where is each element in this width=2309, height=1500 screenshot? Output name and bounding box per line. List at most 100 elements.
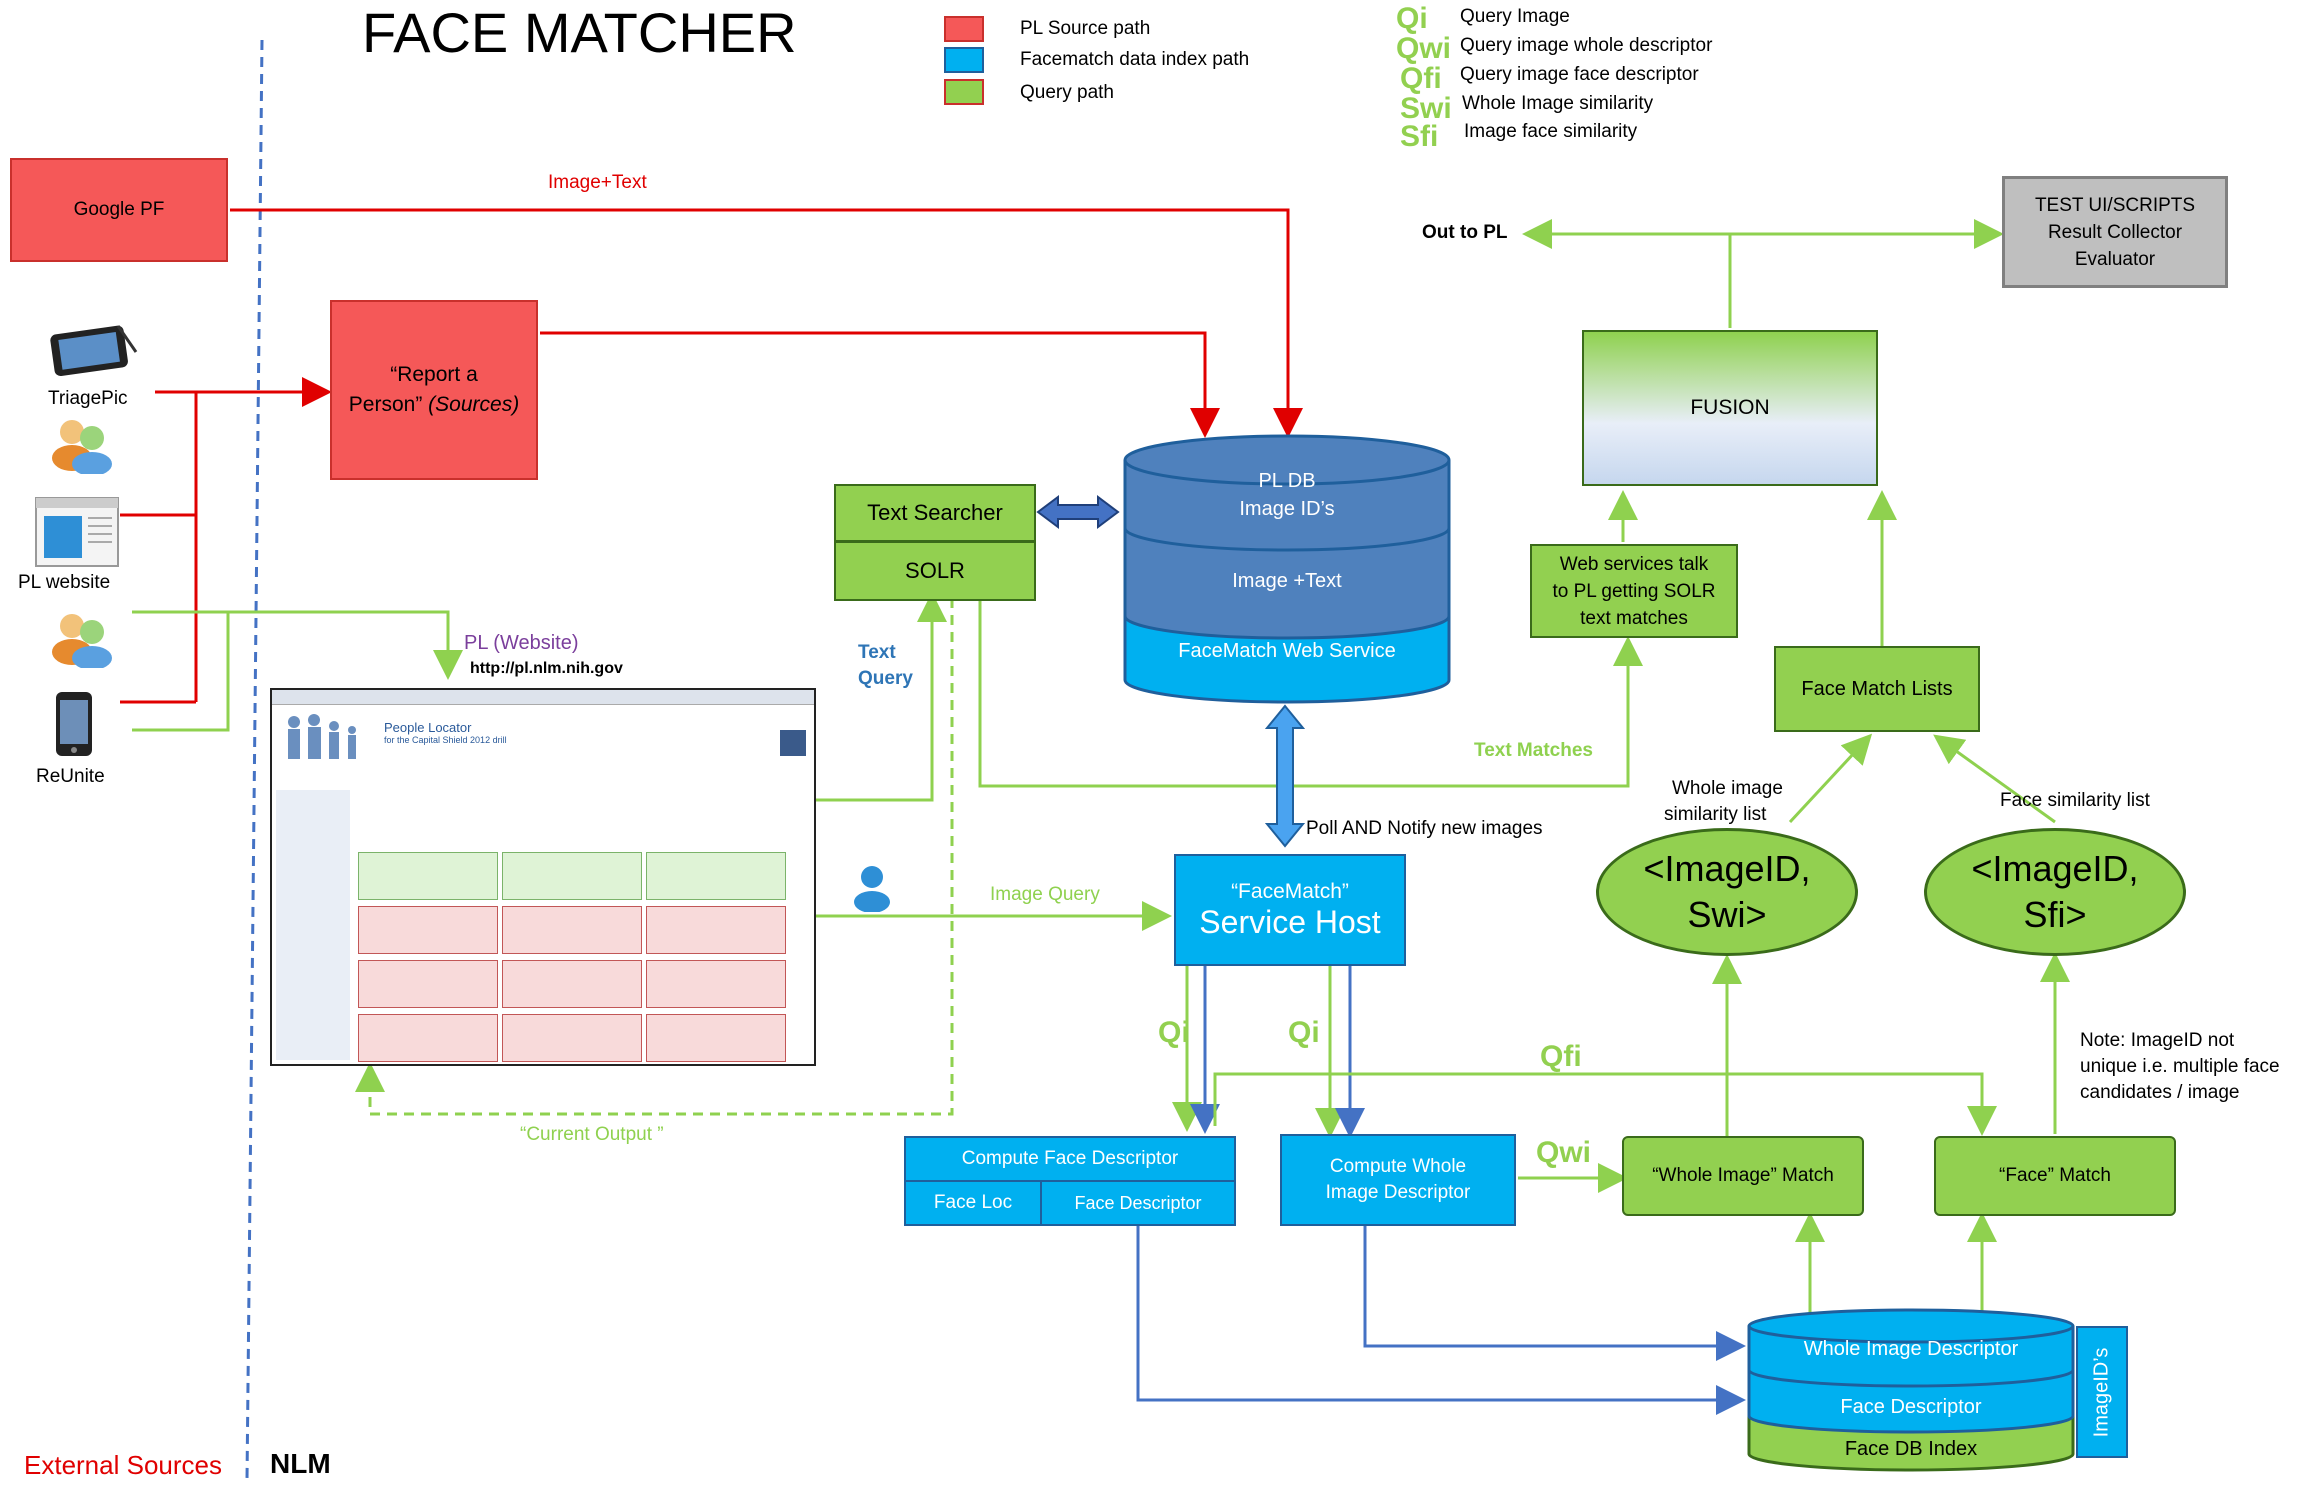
edge-label-image-query: Image Query <box>990 884 1100 905</box>
google-pf-node: Google PF <box>10 158 228 262</box>
edge-label-face-sim: Face similarity list <box>2000 790 2150 811</box>
pl-site-url: http://pl.nlm.nih.gov <box>470 660 623 677</box>
abbr-qwi: Qwi <box>1396 32 1452 65</box>
pl-db-image-text: Image +Text <box>1232 570 1342 592</box>
face-match-node: “Face” Match <box>1934 1136 2176 1216</box>
note-line2: unique i.e. multiple face <box>2080 1056 2280 1077</box>
abbr-swi-desc: Whole Image similarity <box>1462 93 1654 114</box>
abbr-qfi: Qfi <box>1400 62 1442 95</box>
compute-face-descriptor-node: Compute Face Descriptor <box>904 1136 1236 1182</box>
face-db-imageids-label: ImageID’s <box>2090 1347 2113 1437</box>
service-host-line1: “FaceMatch” <box>1231 879 1349 903</box>
edge-label-poll-notify: Poll AND Notify new images <box>1306 818 1543 839</box>
abbr-sfi-desc: Image face similarity <box>1464 121 1638 142</box>
test-ui-line3: Evaluator <box>2074 248 2156 270</box>
legend-swatch-pl-source <box>944 16 984 42</box>
edge-label-qi-2: Qi <box>1288 1016 1320 1049</box>
pl-website-screenshot: People Locator for the Capital Shield 20… <box>270 688 816 1066</box>
report-to-pldb-edge <box>540 331 1220 438</box>
people-icon <box>52 614 112 668</box>
edge-label-text-query-2: Query <box>858 668 913 689</box>
nlm-boundary-line <box>245 39 264 1481</box>
edge-label-text-matches: Text Matches <box>1474 740 1593 761</box>
abbr-swi: Swi <box>1400 92 1452 125</box>
report-person-sources: (Sources) <box>428 393 520 416</box>
external-sources-label: External Sources <box>24 1450 222 1480</box>
people-icon <box>52 420 112 474</box>
pl-website-label: PL website <box>18 572 111 593</box>
legend-label-pl-source: PL Source path <box>1020 18 1151 39</box>
face-db-index: Face DB Index <box>1844 1438 1978 1460</box>
compute-whole-descriptor-node: Compute Whole Image Descriptor <box>1280 1134 1516 1226</box>
face-db-whole-descriptor: Whole Image Descriptor <box>1803 1338 2019 1360</box>
note-line3: candidates / image <box>2080 1082 2240 1103</box>
text-searcher-pldb-double-arrow <box>1036 495 1120 529</box>
pl-db-line2: Image ID’s <box>1239 498 1335 520</box>
ellipse-imageid-swi: <ImageID, Swi> <box>1596 828 1858 956</box>
test-ui-line1: TEST UI/SCRIPTS <box>2034 194 2196 216</box>
fusion-node: FUSION <box>1582 330 1878 486</box>
ellipse-swi-line1: <ImageID, <box>1643 848 1811 889</box>
pl-db-line1: PL DB <box>1258 470 1316 492</box>
pl-site-label: PL (Website) <box>464 632 579 654</box>
phone-icon <box>56 692 92 756</box>
compute-whole-line1: Compute Whole <box>1329 1156 1467 1177</box>
face-loc-node: Face Loc <box>904 1180 1042 1226</box>
test-ui-line2: Result Collector <box>2047 221 2183 243</box>
text-searcher-node: Text Searcher <box>834 484 1036 542</box>
edge-label-whole-sim-2: similarity list <box>1664 804 1767 825</box>
report-person-line2: Person” <box>348 393 423 416</box>
test-ui-node: TEST UI/SCRIPTS Result Collector Evaluat… <box>2002 176 2228 288</box>
ellipse-sfi-line2: Sfi> <box>2023 894 2087 935</box>
face-db-cylinder <box>1747 1308 2075 1472</box>
nlm-label: NLM <box>270 1448 331 1479</box>
edge-label-current-output: “Current Output ” <box>520 1124 664 1145</box>
ellipse-swi-line2: Swi> <box>1687 894 1767 935</box>
face-match-lists-node: Face Match Lists <box>1774 646 1980 732</box>
legend-label-query: Query path <box>1020 82 1114 103</box>
edge-label-text-query-1: Text <box>858 642 896 663</box>
solr-node: SOLR <box>834 541 1036 601</box>
nlm-logo-icon <box>780 730 806 756</box>
browser-window-icon <box>35 497 119 567</box>
screenshot-title: People Locator <box>384 720 472 735</box>
ellipse-imageid-sfi: <ImageID, Sfi> <box>1924 828 2186 956</box>
web-services-line2: to PL getting SOLR <box>1552 580 1716 602</box>
out-to-pl-label: Out to PL <box>1422 222 1508 243</box>
abbr-qwi-desc: Query image whole descriptor <box>1460 35 1713 56</box>
face-db-face-descriptor: Face Descriptor <box>1840 1396 1982 1418</box>
face-db-imageids-side: ImageID’s <box>2076 1326 2128 1458</box>
report-person-line2-wrap: Person” (Sources) <box>349 390 519 420</box>
abbr-sfi: Sfi <box>1400 120 1439 153</box>
legend-swatch-facematch-index <box>944 47 984 73</box>
service-host-line2: Service Host <box>1199 903 1381 940</box>
pl-db-cylinder <box>1123 434 1451 704</box>
legend-label-facematch-index: Facematch data index path <box>1020 49 1250 70</box>
abbr-qfi-desc: Query image face descriptor <box>1460 64 1699 85</box>
edge-label-qwi: Qwi <box>1536 1136 1592 1169</box>
note-line1: Note: ImageID not <box>2080 1030 2235 1051</box>
pl-db-facematch-ws: FaceMatch Web Service <box>1178 640 1396 662</box>
face-descriptor-node: Face Descriptor <box>1040 1180 1236 1226</box>
people-silhouette-icon <box>280 714 380 760</box>
screenshot-results-grid <box>358 852 808 1062</box>
edge-label-qfi: Qfi <box>1540 1040 1582 1073</box>
compute-whole-line2: Image Descriptor <box>1325 1182 1471 1203</box>
web-services-node: Web services talk to PL getting SOLR tex… <box>1530 544 1738 638</box>
pldb-servicehost-double-arrow <box>1264 704 1306 848</box>
reunite-label: ReUnite <box>36 766 105 787</box>
abbr-qi: Qi <box>1396 2 1428 35</box>
edge-label-whole-sim-1: Whole image <box>1672 778 1783 799</box>
tablet-icon <box>50 325 138 377</box>
legend-swatch-query <box>944 79 984 105</box>
whole-image-match-node: “Whole Image” Match <box>1622 1136 1864 1216</box>
page-title: FACE MATCHER <box>362 1 797 64</box>
screenshot-subtitle: for the Capital Shield 2012 drill <box>384 735 507 745</box>
web-services-line1: Web services talk <box>1559 553 1709 575</box>
screenshot-sidebar <box>276 790 350 1060</box>
ellipse-sfi-line1: <ImageID, <box>1971 848 2139 889</box>
web-services-line3: text matches <box>1580 607 1688 629</box>
service-host-node: “FaceMatch” Service Host <box>1174 854 1406 966</box>
abbr-qi-desc: Query Image <box>1460 6 1570 27</box>
